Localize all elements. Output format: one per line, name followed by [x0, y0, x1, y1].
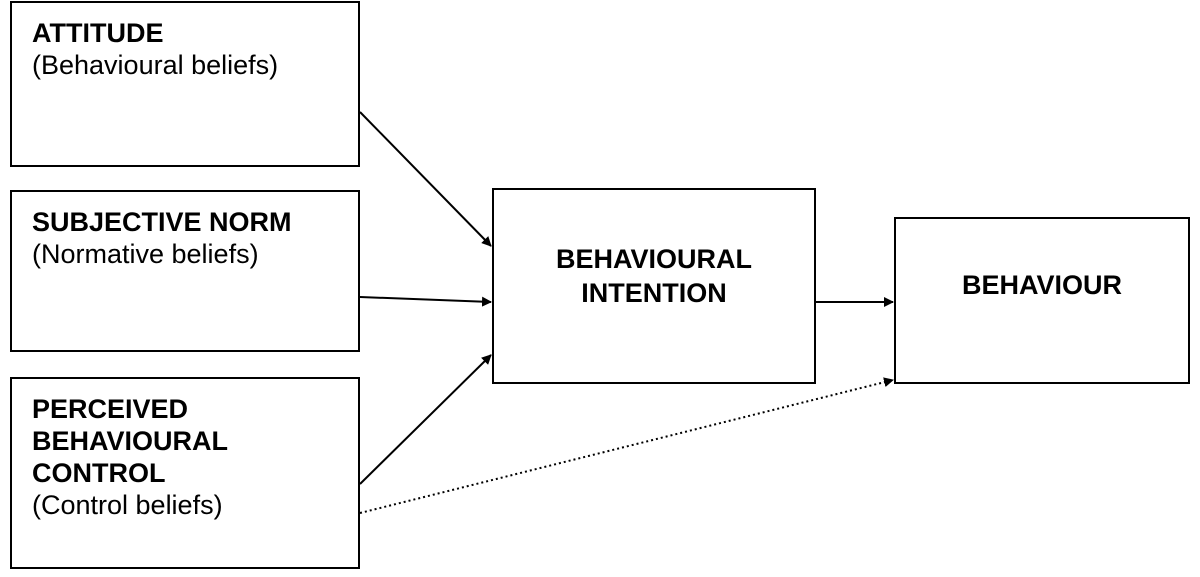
behaviour-box: BEHAVIOUR	[894, 217, 1190, 384]
subjective-norm-title: SUBJECTIVE NORM	[32, 207, 292, 237]
perceived-behavioural-control-title: PERCEIVED BEHAVIOURAL CONTROL	[32, 394, 229, 488]
attitude-subtitle: (Behavioural beliefs)	[32, 50, 279, 80]
behavioural-intention-box: BEHAVIOURAL INTENTION	[492, 188, 816, 384]
arrow-attitude-to-intention	[359, 111, 492, 247]
behaviour-title: BEHAVIOUR	[961, 269, 1122, 300]
perceived-behavioural-control-subtitle: (Control beliefs)	[32, 490, 223, 520]
arrow-control-to-intention	[359, 354, 492, 485]
subjective-norm-box: SUBJECTIVE NORM (Normative beliefs)	[10, 190, 360, 352]
arrow-norm-to-intention	[359, 296, 492, 307]
dotted-arrow-control-to-behaviour	[359, 377, 894, 514]
attitude-box: ATTITUDE (Behavioural beliefs)	[10, 1, 360, 167]
subjective-norm-subtitle: (Normative beliefs)	[32, 239, 259, 269]
attitude-title: ATTITUDE	[32, 18, 164, 48]
behavioural-intention-title: BEHAVIOURAL INTENTION	[555, 244, 752, 308]
perceived-behavioural-control-box: PERCEIVED BEHAVIOURAL CONTROL (Control b…	[10, 377, 360, 569]
